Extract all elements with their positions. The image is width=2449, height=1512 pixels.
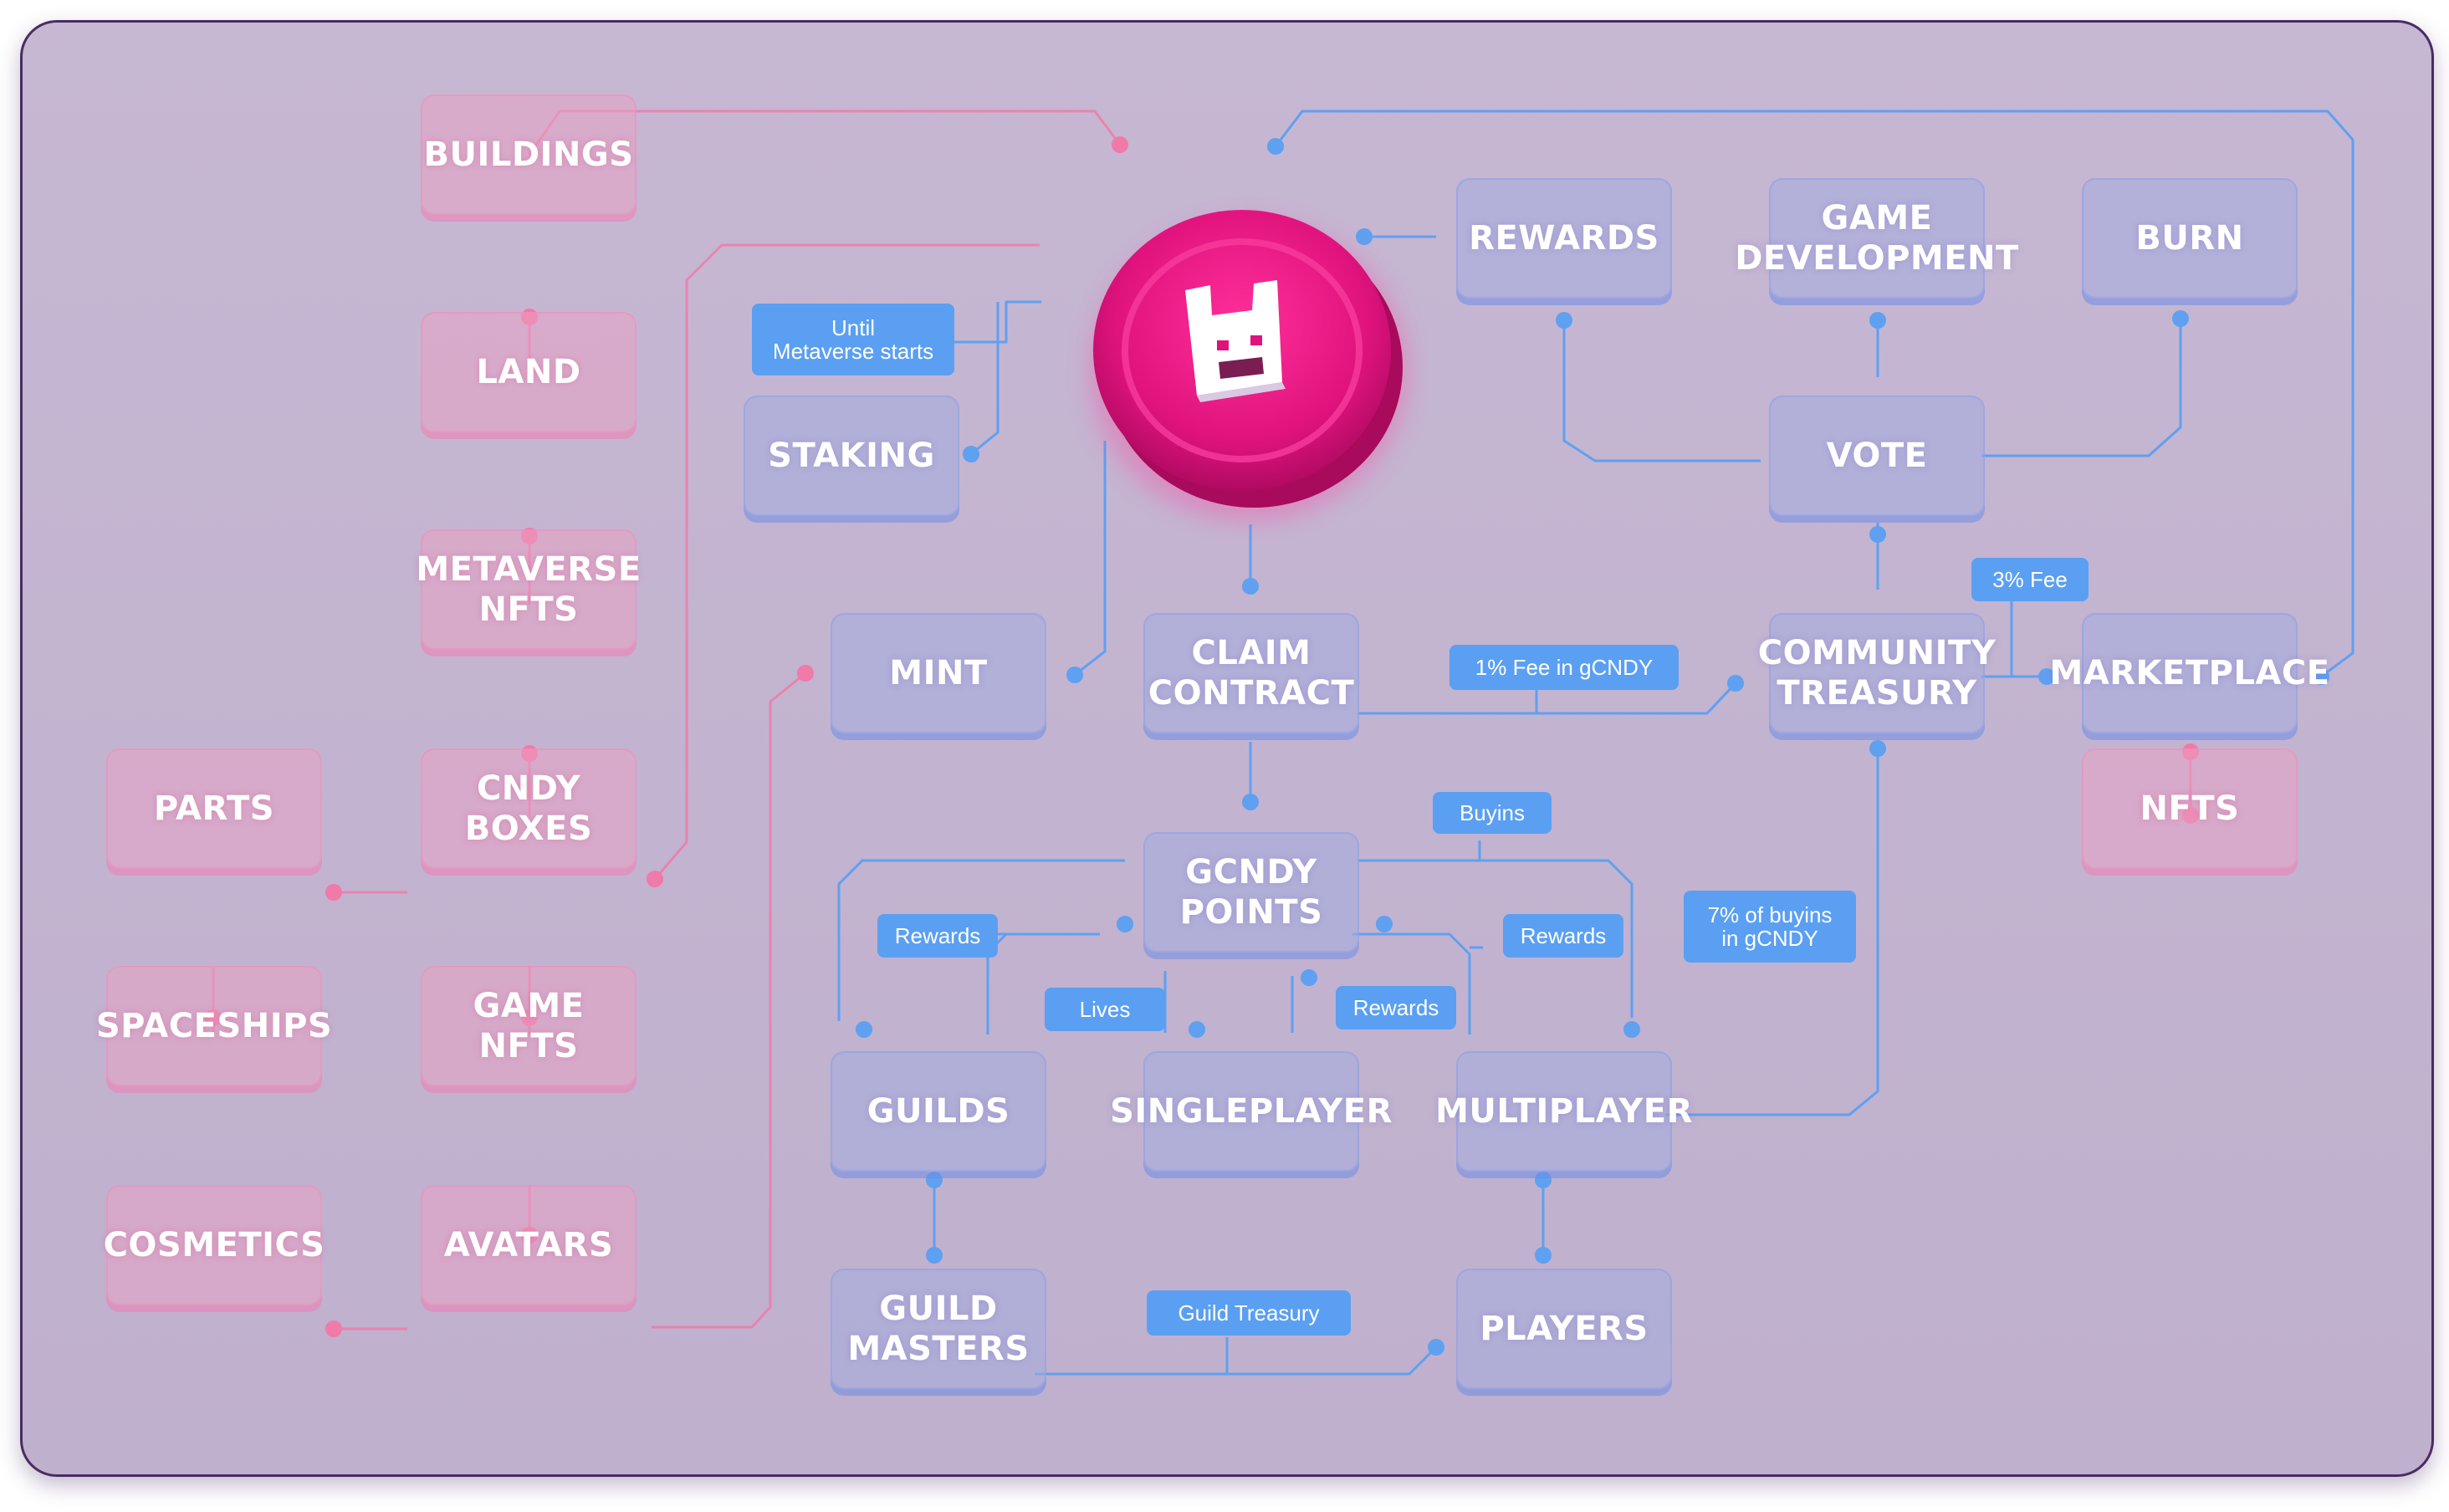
buyins-label: Buyins — [1433, 792, 1552, 834]
vote-node: VOTE — [1769, 396, 1985, 516]
multiplayer-node: MULTIPLAYER — [1435, 1051, 1692, 1172]
cosmetics-node: COSMETICS — [104, 1185, 325, 1305]
singleplayer-node: SINGLEPLAYER — [1110, 1051, 1392, 1172]
guild-treasury-label: Guild Treasury — [1147, 1290, 1351, 1336]
parts-node: PARTS — [106, 748, 322, 869]
claim-contract-node: CLAIM CONTRACT — [1143, 613, 1359, 733]
buyins-pct-label: 7% of buyins in gCNDY — [1684, 891, 1856, 963]
fee-gcndy-label: 1% Fee in gCNDY — [1449, 645, 1679, 690]
mint-node: MINT — [831, 613, 1046, 733]
rewards-node: REWARDS — [1456, 178, 1672, 299]
rewards-mid-label: Rewards — [1336, 986, 1456, 1029]
game-nfts-node: GAME NFTS — [421, 966, 637, 1086]
land-node: LAND — [421, 312, 637, 432]
guilds-node: GUILDS — [831, 1051, 1046, 1172]
community-treasury-node: COMMUNITY TREASURY — [1758, 613, 1996, 733]
rewards-left-label: Rewards — [877, 914, 998, 958]
metaverse-nfts-node: METAVERSE NFTS — [416, 529, 641, 650]
fee-3-label: 3% Fee — [1971, 558, 2089, 601]
game-development-node: GAME DEVELOPMENT — [1735, 178, 2018, 299]
spaceships-node: SPACESHIPS — [96, 966, 332, 1086]
lives-label: Lives — [1045, 988, 1165, 1031]
avatars-node: AVATARS — [421, 1185, 637, 1305]
buildings-node: BUILDINGS — [421, 94, 637, 215]
marketplace-node: MARKETPLACE — [2049, 613, 2329, 733]
until-metaverse-label: Until Metaverse starts — [752, 304, 954, 375]
gcndy-points-node: GCNDY POINTS — [1143, 832, 1359, 953]
diagram-board: BUILDINGS LAND METAVERSE NFTS CNDY BOXES… — [20, 20, 2434, 1477]
staking-node: STAKING — [744, 396, 959, 516]
rewards-right-label: Rewards — [1503, 914, 1623, 958]
coin-icon — [1090, 210, 1408, 521]
players-node: PLAYERS — [1456, 1269, 1672, 1389]
burn-node: BURN — [2082, 178, 2298, 299]
nfts-node: NFTS — [2082, 748, 2298, 869]
connector-lines — [205, 110, 2354, 1376]
guild-masters-node: GUILD MASTERS — [831, 1269, 1046, 1389]
cndy-boxes-node: CNDY BOXES — [421, 748, 637, 869]
